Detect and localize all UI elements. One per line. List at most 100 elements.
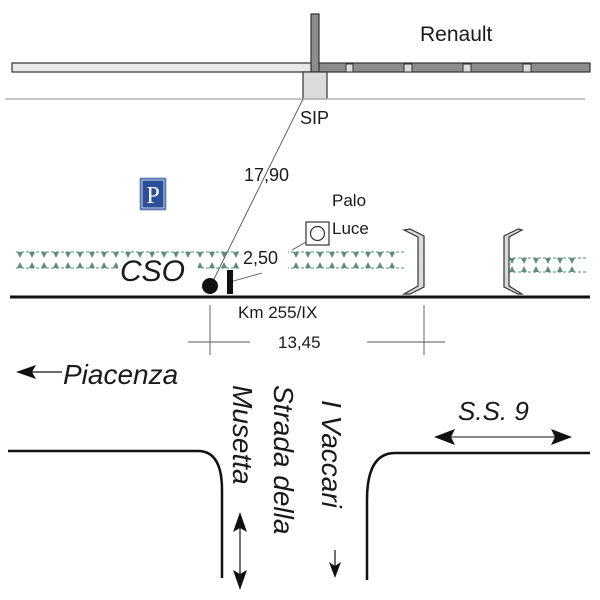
hedge-mark [329, 252, 335, 258]
hedge-mark [77, 262, 83, 268]
palo-luce-box [305, 221, 330, 246]
hedge-mark [173, 252, 179, 258]
hedge-mark [341, 262, 347, 268]
guardrail-left-bracket [503, 228, 525, 295]
hedge-rows [16, 248, 586, 286]
hedge-mark [137, 252, 143, 258]
hedge-mark [341, 252, 347, 258]
hedge-mark [329, 262, 335, 268]
wall-pillar [462, 63, 472, 73]
piacenza-label: Piacenza [63, 359, 178, 390]
hedge-mark [125, 252, 131, 258]
hedge-mark [65, 262, 71, 268]
hedge-mark [533, 266, 539, 272]
hedge-mark [185, 252, 191, 258]
hedge-mark [293, 252, 299, 258]
hedge-mark [569, 258, 575, 264]
wall-pillar [345, 63, 354, 73]
hedge-mark [353, 252, 359, 258]
renault-label: Renault [420, 23, 493, 46]
strada-label-line2: Musetta [227, 385, 258, 485]
hedge-mark [293, 262, 299, 268]
piacenza-arrow-icon [16, 365, 36, 379]
hedge-mark [317, 252, 323, 258]
distance-palo-label: 2,50 [243, 248, 278, 268]
hedge-mark [29, 252, 35, 258]
hedge-mark [557, 258, 563, 264]
ss9-arrow-left-icon [434, 429, 455, 445]
hedge-mark [89, 252, 95, 258]
hedge-mark [221, 262, 227, 268]
vaccari-arrow-down-icon [329, 562, 341, 578]
ss9-arrow-right-icon [551, 429, 572, 445]
hedge-mark [101, 252, 107, 258]
hedge-mark [377, 252, 383, 258]
label-backdrop [118, 258, 198, 286]
hedge-mark [365, 262, 371, 268]
ss9-label: S.S. 9 [458, 396, 529, 426]
hedge-mark [305, 262, 311, 268]
hedge-mark [53, 262, 59, 268]
palo-label-line1: Palo [332, 191, 366, 210]
hedge-mark [149, 252, 155, 258]
hedge-mark [353, 262, 359, 268]
parking-icon: P [146, 183, 159, 209]
hedge-mark [65, 252, 71, 258]
distance-sip-label: 17,90 [244, 165, 289, 185]
hedge-mark [509, 266, 515, 272]
distance-km-label: 13,45 [278, 333, 321, 352]
hedge-mark [17, 262, 23, 268]
hedge-mark [545, 266, 551, 272]
strada-label-line1: Strada della [268, 385, 299, 534]
palo-luce-icon [309, 225, 326, 242]
hedge-mark [509, 258, 515, 264]
hedge-mark [521, 266, 527, 272]
hedge-mark [113, 252, 119, 258]
label-backdrop [240, 248, 288, 270]
hedge-mark [41, 262, 47, 268]
hedge-mark [317, 262, 323, 268]
hedge-mark [41, 252, 47, 258]
cso-point [202, 278, 218, 294]
hedge-mark [545, 258, 551, 264]
hedge-mark [569, 266, 575, 272]
distance-line-palo-2 [229, 272, 263, 283]
hedge-mark [233, 262, 239, 268]
hedge-mark [101, 262, 107, 268]
musetta-arrow-up-icon [233, 512, 247, 532]
hedge-mark [365, 252, 371, 258]
sip-box [302, 71, 328, 100]
hedge-mark [233, 252, 239, 258]
hedge-mark [209, 262, 215, 268]
palo-label-line2: Luce [332, 219, 369, 238]
sip-label: SIP [300, 108, 329, 128]
hedge-mark [197, 252, 203, 258]
hedge-mark [221, 252, 227, 258]
hedge-mark [89, 262, 95, 268]
hedge-mark [161, 252, 167, 258]
hedge-mark [29, 262, 35, 268]
km-marker-label: Km 255/IX [238, 303, 317, 322]
musetta-arrow-down-icon [233, 570, 247, 590]
hedge-mark [521, 258, 527, 264]
vaccari-label: I Vaccari [316, 400, 347, 509]
road-curve-left [8, 449, 224, 578]
hedge-mark [209, 252, 215, 258]
renault-wall-post [310, 13, 320, 73]
road-curve-right [365, 451, 590, 580]
wall-left-light [11, 62, 313, 73]
hedge-mark [113, 262, 119, 268]
hedge-mark [305, 252, 311, 258]
distance-line-palo [291, 241, 307, 251]
cso-label: CSO [120, 255, 185, 288]
hedge-mark [53, 252, 59, 258]
hedge-mark [533, 258, 539, 264]
parking-sign: P [139, 177, 167, 211]
hedge-mark [389, 262, 395, 268]
wall-pillar [403, 63, 413, 73]
guardrail-right-bracket [401, 228, 425, 295]
cso-post [227, 270, 233, 294]
wall-pillar [522, 63, 532, 73]
hedge-mark [389, 252, 395, 258]
